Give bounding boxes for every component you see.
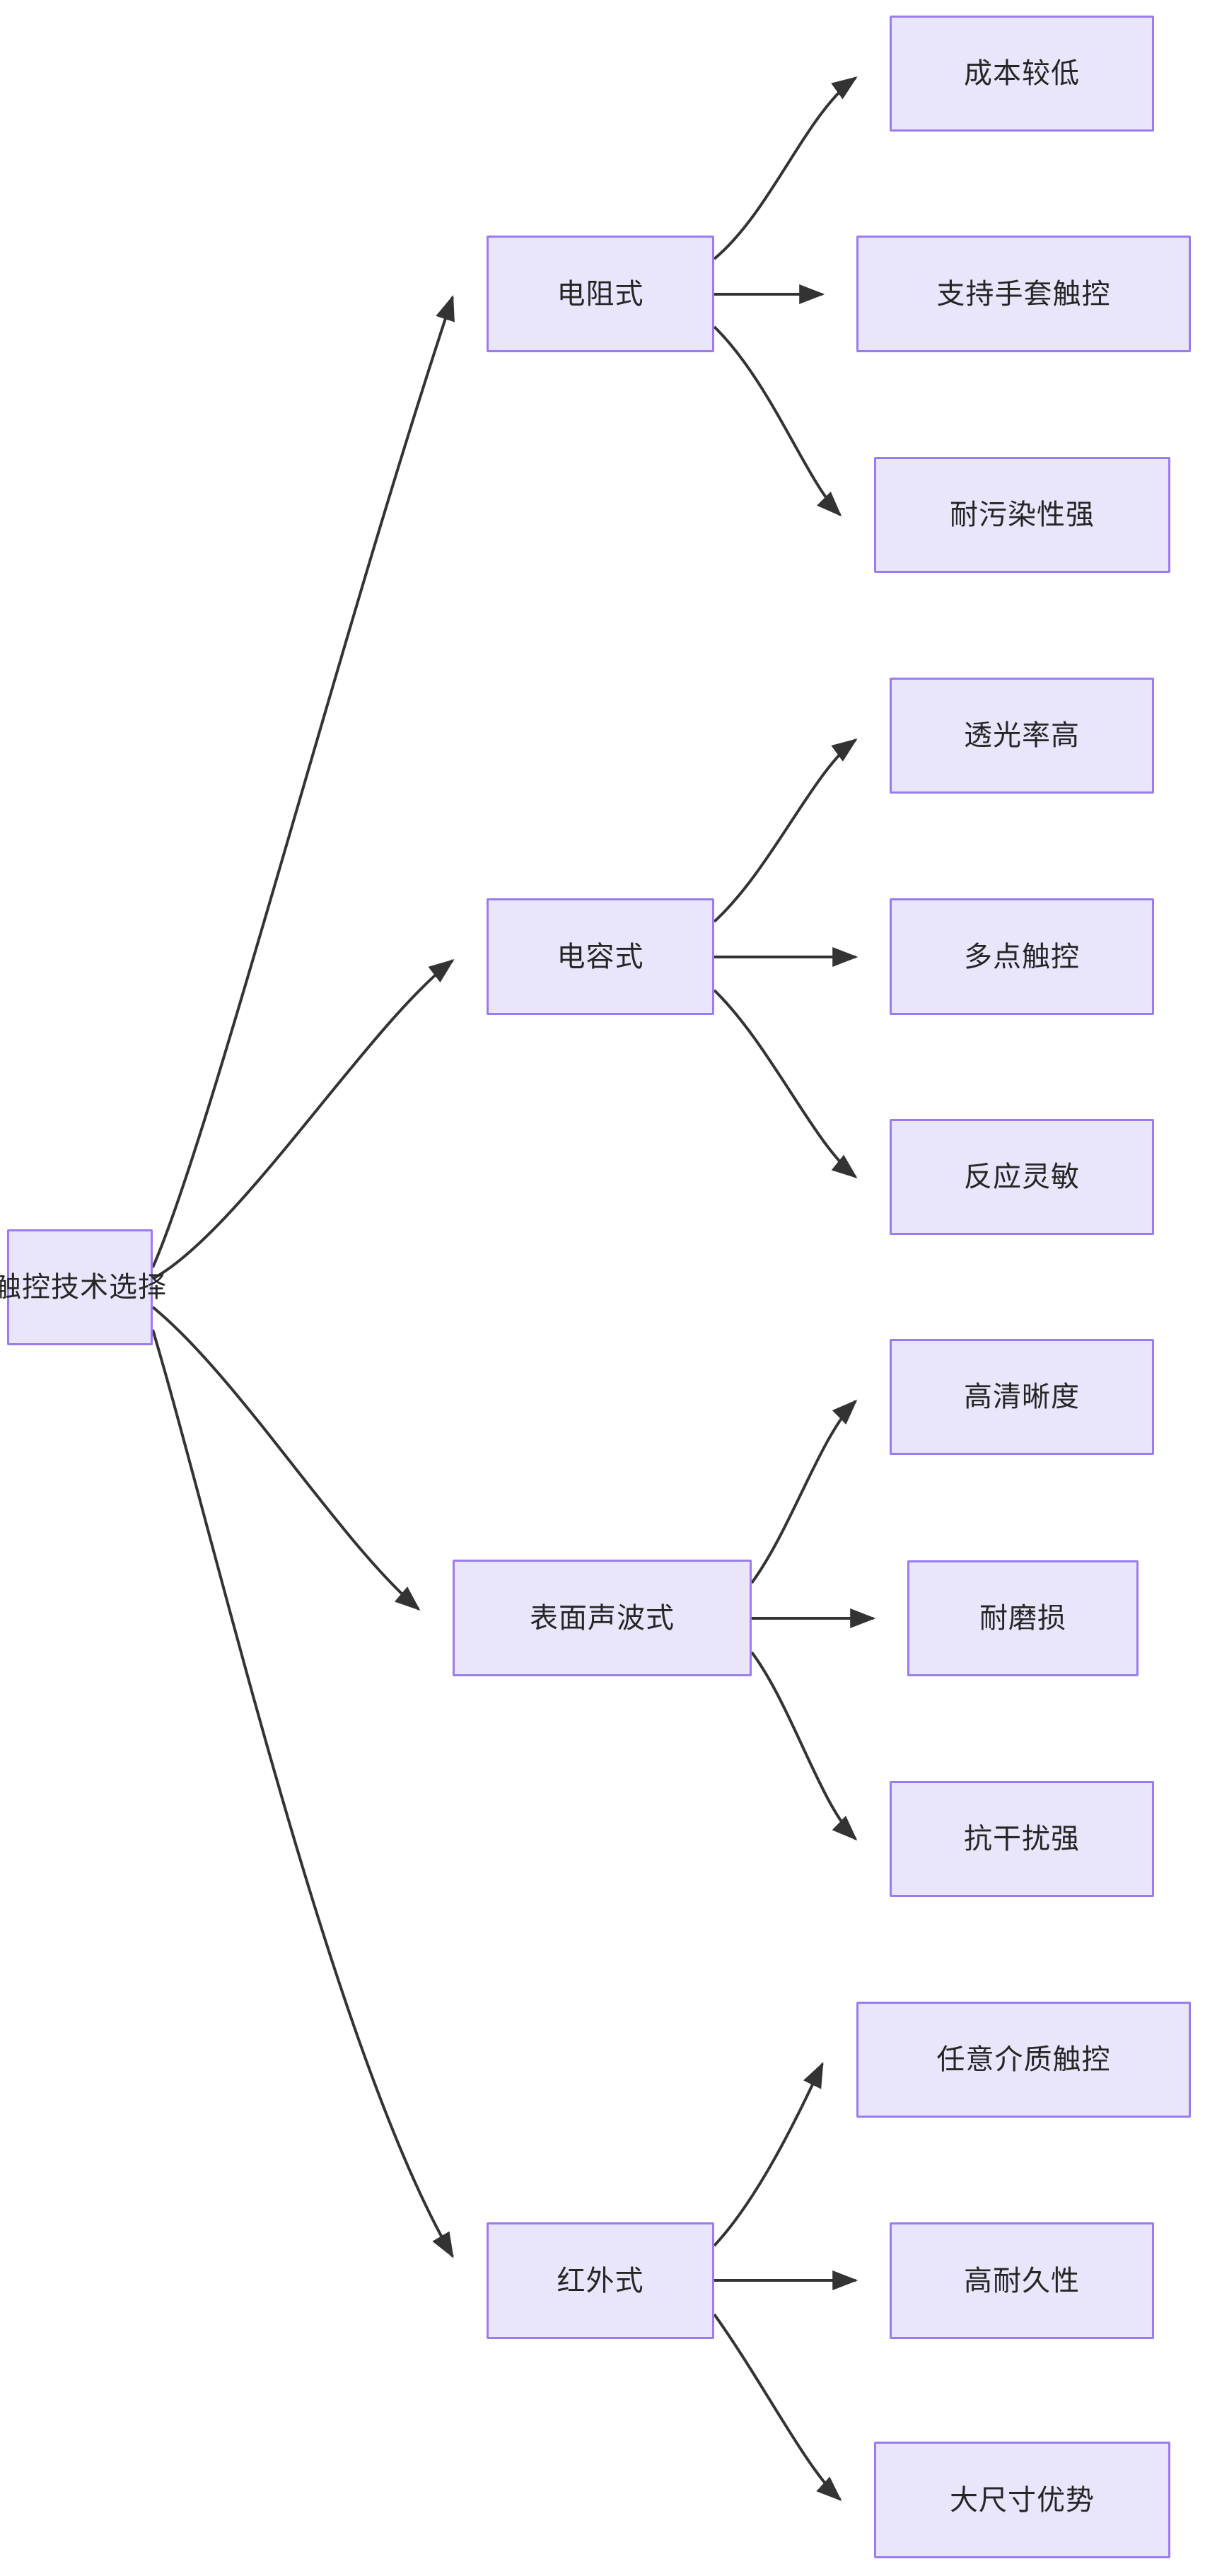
flowchart-node-l1c[interactable]: 耐污染性强 <box>874 457 1170 573</box>
flowchart-edge-root-to-b3 <box>151 1306 421 1611</box>
flowchart-edge-b4-to-l4c <box>713 2313 842 2502</box>
flowchart-node-label: 大尺寸优势 <box>950 2484 1095 2516</box>
flowchart-node-l4b[interactable]: 高耐久性 <box>890 2222 1154 2339</box>
flowchart-edge-root-to-b2 <box>152 959 455 1280</box>
flowchart-edge-b1-to-l1a <box>713 76 858 260</box>
edges-group <box>151 76 876 2502</box>
flowchart-edge-root-to-b4 <box>151 1329 454 2258</box>
flowchart-edge-b1-to-l1c <box>713 325 842 517</box>
flowchart-node-label: 透光率高 <box>964 720 1080 751</box>
flowchart-node-b4[interactable]: 红外式 <box>487 2222 714 2339</box>
flowchart-node-label: 高清晰度 <box>964 1381 1080 1412</box>
flowchart-edge-b4-to-l4a <box>713 2062 824 2247</box>
flowchart-node-l2c[interactable]: 反应灵敏 <box>890 1119 1154 1235</box>
flowchart-node-l2b[interactable]: 多点触控 <box>890 898 1154 1015</box>
flowchart-edge-b2-to-l2a <box>713 738 858 923</box>
flowchart-node-l2a[interactable]: 透光率高 <box>890 678 1154 794</box>
flowchart-node-label: 耐磨损 <box>979 1603 1066 1634</box>
flowchart-node-label: 反应灵敏 <box>964 1161 1080 1193</box>
flowchart-edge-root-to-b1 <box>151 294 455 1268</box>
flowchart-node-label: 支持手套触控 <box>936 278 1111 310</box>
flowchart-node-label: 红外式 <box>557 2265 644 2297</box>
flowchart-node-l1b[interactable]: 支持手套触控 <box>856 236 1191 352</box>
flowchart-node-l3c[interactable]: 抗干扰强 <box>890 1781 1154 1897</box>
flowchart-node-label: 电容式 <box>557 941 644 973</box>
flowchart-node-label: 多点触控 <box>964 941 1080 973</box>
flowchart-node-root[interactable]: 触控技术选择 <box>0 1229 166 1345</box>
flowchart-node-label: 表面声波式 <box>530 1602 675 1634</box>
flowchart-node-b2[interactable]: 电容式 <box>487 898 714 1015</box>
flowchart-node-label: 电阻式 <box>557 278 644 310</box>
flowchart-node-l4c[interactable]: 大尺寸优势 <box>874 2442 1170 2558</box>
flowchart-edge-b3-to-l3a <box>750 1399 858 1584</box>
flowchart-node-label: 触控技术选择 <box>0 1272 167 1303</box>
flowchart-node-b1[interactable]: 电阻式 <box>487 236 714 352</box>
flowchart-node-b3[interactable]: 表面声波式 <box>453 1560 752 1676</box>
flowchart-edge-b2-to-l2c <box>713 989 858 1179</box>
flowchart-node-label: 高耐久性 <box>964 2265 1080 2297</box>
flowchart-node-label: 耐污染性强 <box>950 499 1095 530</box>
flowchart-node-l3a[interactable]: 高清晰度 <box>890 1339 1154 1455</box>
flowchart-node-label: 抗干扰强 <box>964 1823 1080 1855</box>
flowchart-edge-b3-to-l3c <box>750 1651 858 1841</box>
flowchart-node-l3b[interactable]: 耐磨损 <box>907 1560 1139 1676</box>
flowchart-node-label: 成本较低 <box>964 58 1080 89</box>
flowchart-node-l4a[interactable]: 任意介质触控 <box>856 2002 1191 2118</box>
flowchart-node-l1a[interactable]: 成本较低 <box>890 16 1154 132</box>
flowchart-node-label: 任意介质触控 <box>936 2044 1111 2075</box>
